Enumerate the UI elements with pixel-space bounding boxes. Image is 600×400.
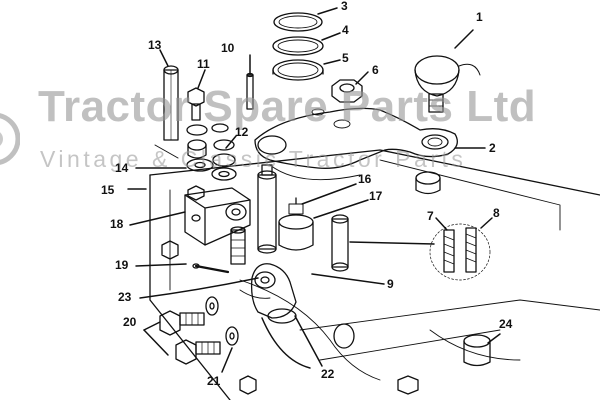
housing-plate [149,149,600,400]
studs-parts-7-8 [429,223,491,281]
washers-part-21 [205,296,239,346]
bush-part-24 [463,334,491,367]
nut-part-6 [331,79,363,103]
callout-17: 17 [369,189,383,203]
bolt-part-11 [187,87,205,121]
callout-10: 10 [221,41,235,55]
callout-1: 1 [476,10,483,24]
callout-3: 3 [341,0,348,13]
callout-9: 9 [387,277,394,291]
callout-5: 5 [342,51,349,65]
callout-14: 14 [115,161,129,175]
leader-lines [127,7,501,373]
sleeve-part-17 [331,214,349,272]
callout-15: 15 [101,183,115,197]
bolts-part-20 [159,310,221,365]
callout-24: 24 [499,317,513,331]
callout-13: 13 [148,38,162,52]
watermark-title: Tractor Spare Parts Ltd [38,82,537,131]
callout-16: 16 [358,172,372,186]
callout-20: 20 [123,315,137,329]
steering-arm-part-2 [254,107,458,181]
cup-part-16 [278,197,314,251]
callout-21: 21 [207,374,221,388]
valve-block-part-18 [184,185,251,246]
callout-23: 23 [118,290,132,304]
dust-cap [415,171,441,195]
callout-19: 19 [115,258,129,272]
watermark-logo-icon [0,104,21,174]
shim-stack-parts-3-4-5 [272,12,324,81]
bolt-part-19 [230,226,246,265]
long-bolt-part-13 [163,65,179,141]
callout-18: 18 [110,217,124,231]
callout-6: 6 [372,63,379,77]
callout-4: 4 [342,23,349,37]
spindle-shaft [257,164,277,254]
callout-8: 8 [493,206,500,220]
washer-stack-left [154,123,237,181]
callout-12: 12 [235,125,249,139]
rod-part-9 [192,263,230,274]
callout-2: 2 [489,141,496,155]
clevis-part-22 [239,263,297,324]
ball-joint-part-1 [414,55,481,113]
callout-22: 22 [321,367,335,381]
watermark-subtitle: Vintage & Classic Tractor Parts [40,146,467,172]
callout-7: 7 [427,209,434,223]
housing-bolts [161,240,419,395]
callout-11: 11 [197,57,210,71]
